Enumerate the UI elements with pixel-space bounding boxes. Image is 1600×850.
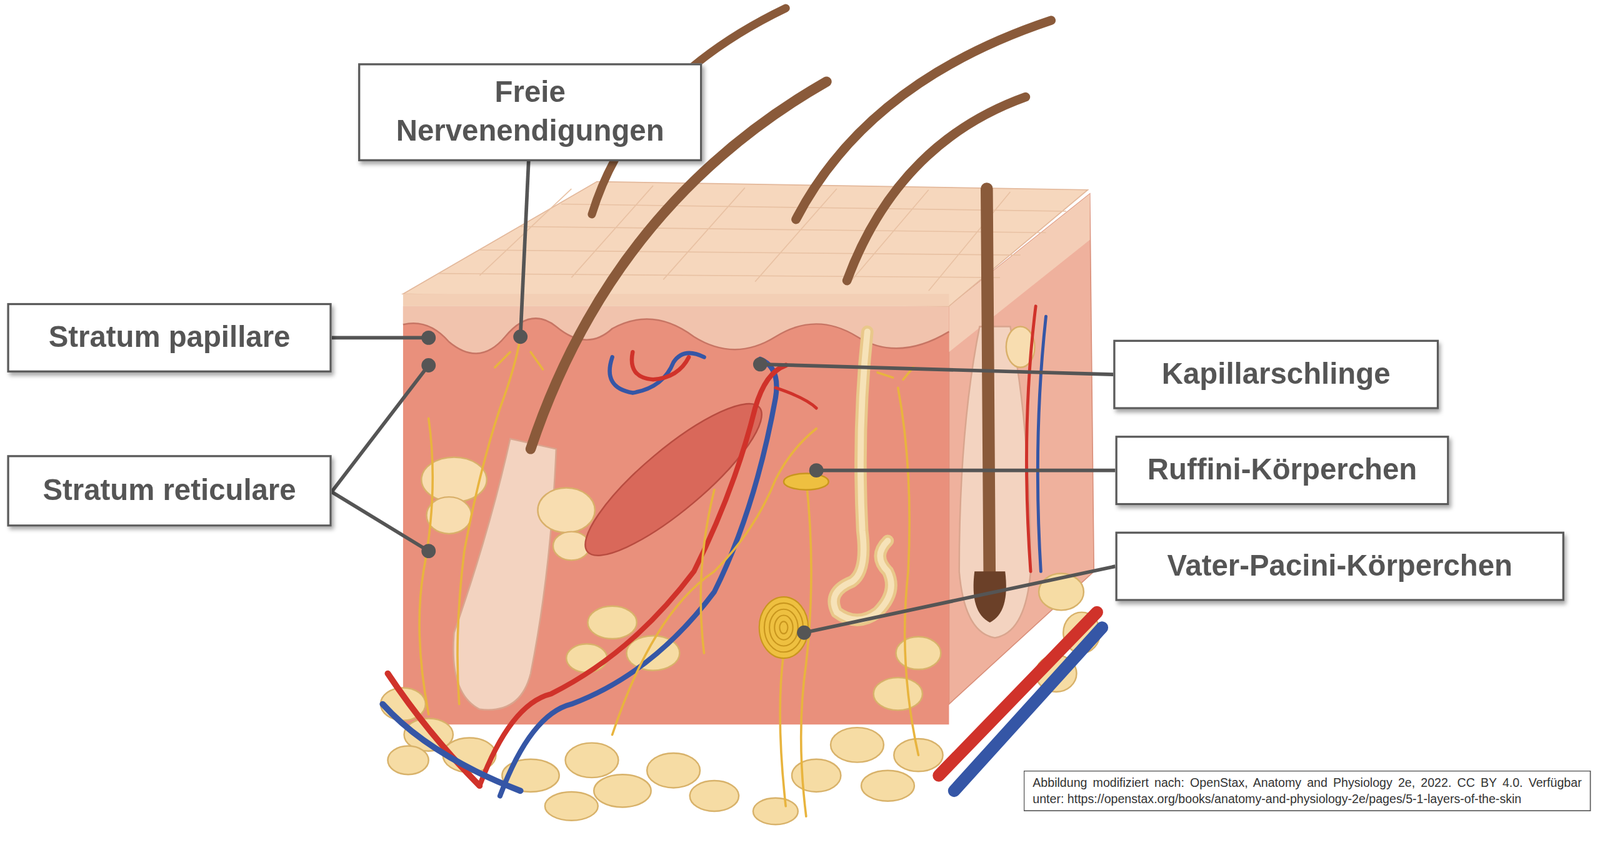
leader-lines xyxy=(331,161,1116,633)
label-box: Stratum papillare xyxy=(6,303,332,373)
arrector-muscle xyxy=(568,383,780,575)
nerves xyxy=(419,336,919,817)
ruffini-corpuscle xyxy=(783,473,829,490)
label-box: Ruffini-Körperchen xyxy=(1115,435,1450,505)
label-text: Stratum reticulare xyxy=(42,471,296,511)
label-box: Vater-Pacini-Körperchen xyxy=(1115,531,1565,602)
label-box: Freie Nervenendigungen xyxy=(358,63,702,162)
label-text: Kapillarschlinge xyxy=(1161,355,1391,394)
label-text: Vater-Pacini-Körperchen xyxy=(1166,546,1513,586)
leader-dots xyxy=(421,329,824,640)
epidermis-edge xyxy=(403,293,949,307)
label-box: Kapillarschlinge xyxy=(1113,340,1439,410)
label-box: Stratum reticulare xyxy=(6,455,332,527)
surface-cells xyxy=(438,185,1067,291)
source-note: Abbildung modifiziert nach: OpenStax, An… xyxy=(1023,770,1592,812)
label-text: Stratum papillare xyxy=(48,318,291,358)
attribution-text: Abbildung modifiziert nach: OpenStax, An… xyxy=(1032,774,1582,808)
blood-vessels xyxy=(382,306,1102,797)
label-text: Ruffini-Körperchen xyxy=(1147,451,1417,490)
label-text: Freie Nervenendigungen xyxy=(370,73,690,151)
